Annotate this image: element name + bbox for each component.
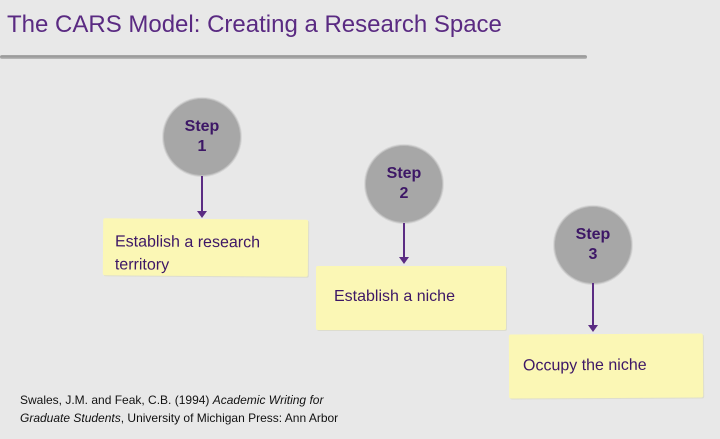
step-1-note: Establish a research territory: [102, 218, 309, 277]
citation-title-part-1: Academic Writing for: [212, 393, 324, 407]
step-1-number: 1: [197, 138, 207, 155]
step-2-label: Step: [386, 165, 422, 182]
citation-authors: Swales, J.M. and Feak, C.B. (1994): [20, 393, 213, 407]
step-2-note: Establish a niche: [316, 266, 506, 330]
step-3-label: Step: [575, 226, 611, 243]
citation-line-2: Graduate Students, University of Michiga…: [20, 409, 440, 427]
step-3-number: 3: [588, 246, 598, 263]
slide-title: The CARS Model: Creating a Research Spac…: [7, 11, 502, 38]
step-2-circle: Step 2: [365, 145, 443, 223]
title-divider: [0, 55, 587, 59]
step-2-number: 2: [399, 185, 409, 202]
step-1-label: Step: [184, 118, 220, 135]
citation: Swales, J.M. and Feak, C.B. (1994) Acade…: [20, 391, 440, 427]
step-1-circle: Step 1: [163, 98, 241, 176]
step-3-arrow: [588, 283, 598, 332]
citation-line-1: Swales, J.M. and Feak, C.B. (1994) Acade…: [20, 391, 440, 409]
step-3-note: Occupy the niche: [508, 333, 704, 399]
citation-publisher: , University of Michigan Press: Ann Arbo…: [120, 411, 339, 425]
step-3-note-text: Occupy the niche: [522, 356, 647, 375]
step-3-circle: Step 3: [554, 206, 632, 284]
step-1-arrow: [197, 176, 207, 218]
step-2-note-text: Establish a niche: [334, 288, 455, 305]
citation-title-part-2: Graduate Students: [20, 411, 121, 425]
step-2-arrow: [399, 223, 409, 264]
step-1-note-text: Establish a research territory: [114, 233, 261, 274]
